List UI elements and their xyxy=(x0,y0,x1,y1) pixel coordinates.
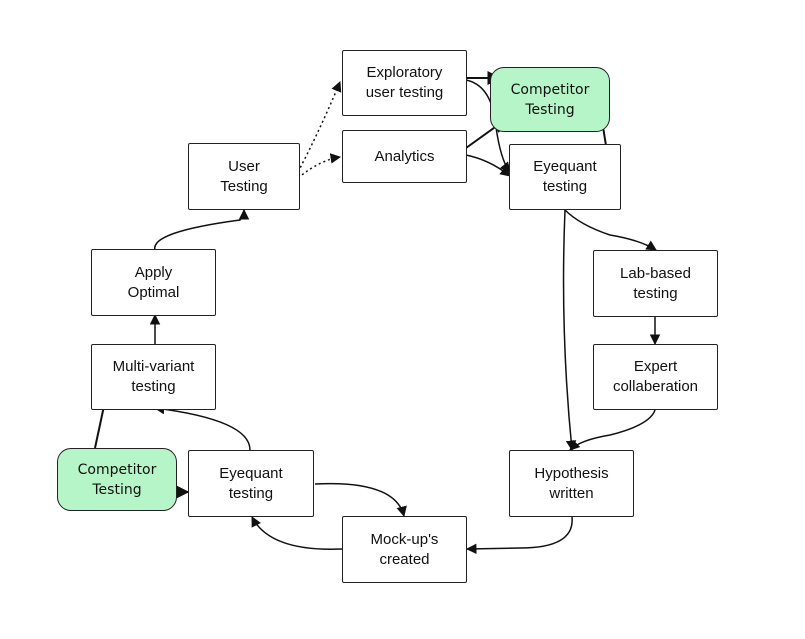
node-apply-optimal: Apply Optimal xyxy=(91,249,216,316)
node-eyequant-testing-top: Eyequant testing xyxy=(509,144,621,210)
edge-hypothesis-to-mockups xyxy=(465,516,573,555)
edge-eyequant-to-hypothesis xyxy=(562,209,577,452)
edge-user-testing-to-analytics xyxy=(297,153,342,179)
node-exploratory-user-testing: Exploratory user testing xyxy=(342,50,467,116)
node-mockups-created: Mock-up's created xyxy=(342,516,467,583)
edge-mockups-to-eyequant xyxy=(251,516,343,550)
edge-eyequant-to-mockups xyxy=(314,482,407,518)
node-multi-variant-testing: Multi-variant testing xyxy=(91,344,216,410)
node-analytics: Analytics xyxy=(342,130,467,183)
edge-eyequant-to-lab xyxy=(564,209,657,251)
node-competitor-testing-top: Competitor Testing xyxy=(490,67,610,132)
edge-eyequant-to-multivariant xyxy=(153,403,251,451)
edge-analytics-to-eyequant xyxy=(465,154,511,177)
node-lab-based-testing: Lab-based testing xyxy=(593,250,718,317)
node-competitor-testing-bottom: Competitor Testing xyxy=(57,448,177,511)
edge-apply-to-user-testing xyxy=(154,208,250,251)
node-hypothesis-written: Hypothesis written xyxy=(509,450,634,517)
node-user-testing: User Testing xyxy=(188,143,300,210)
node-eyequant-testing-bottom: Eyequant testing xyxy=(188,450,314,517)
edge-expert-to-hypothesis xyxy=(569,409,656,451)
node-expert-collaboration: Expert collaberation xyxy=(593,344,718,410)
